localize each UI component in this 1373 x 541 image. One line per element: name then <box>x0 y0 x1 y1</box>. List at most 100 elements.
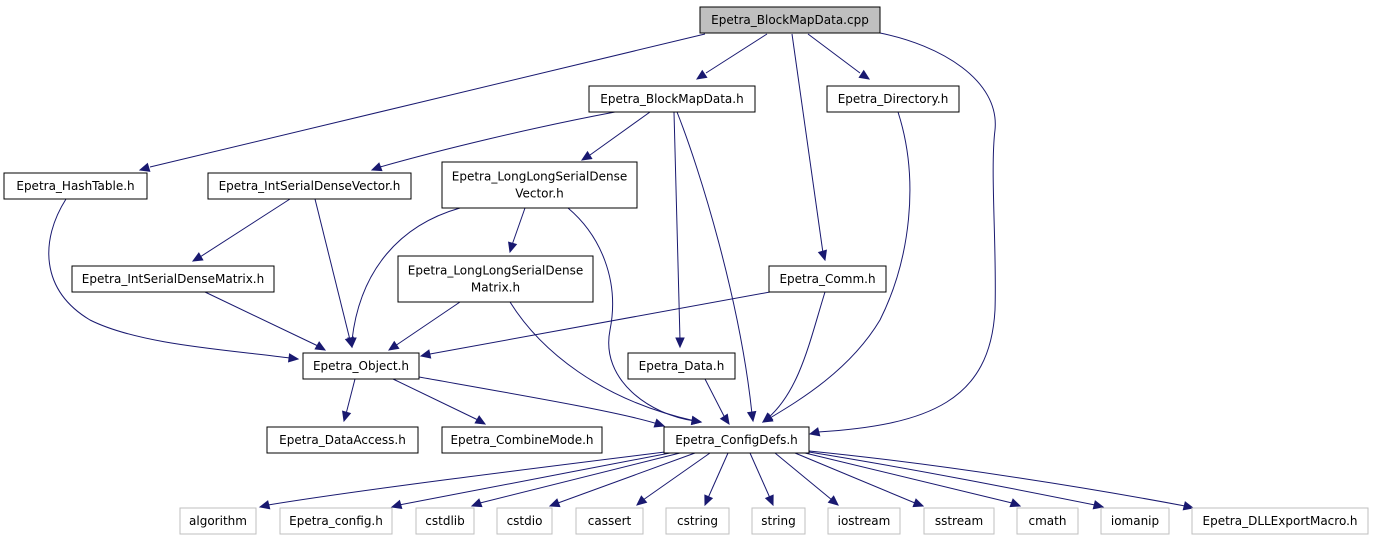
edge-line <box>557 452 696 504</box>
edge-arrowhead <box>580 150 593 161</box>
node-algorithm[interactable]: algorithm <box>179 507 257 535</box>
node-box <box>826 85 960 113</box>
edge-arrowhead <box>390 499 403 509</box>
edge-longlongserialdensematrix_h-to-object_h <box>387 301 461 351</box>
node-label: Epetra_IntSerialDenseMatrix.h <box>82 272 264 286</box>
edge-arrowhead <box>746 410 757 423</box>
edge-arrowhead <box>653 418 666 428</box>
edge-line <box>749 452 771 499</box>
node-box <box>279 507 393 535</box>
node-label: Epetra_Object.h <box>313 359 409 373</box>
node-label: Epetra_ConfigDefs.h <box>675 433 798 447</box>
node-hashtable-h[interactable]: Epetra_HashTable.h <box>3 172 148 200</box>
node-label: Vector.h <box>515 187 564 201</box>
node-cmath[interactable]: cmath <box>1016 507 1079 535</box>
node-box <box>827 507 901 535</box>
edge-line <box>707 452 729 499</box>
node-label: Epetra_DLLExportMacro.h <box>1203 514 1358 528</box>
node-iostream[interactable]: iostream <box>827 507 901 535</box>
edge-line <box>808 451 1096 506</box>
node-configdefs-h[interactable]: Epetra_ConfigDefs.h <box>663 426 810 454</box>
edge-arrowhead <box>1182 501 1195 511</box>
node-label: Epetra_config.h <box>289 514 383 528</box>
node-object-h[interactable]: Epetra_Object.h <box>302 352 420 380</box>
edge-blockmapdata_h-to-intserialdensevector_h <box>370 111 616 172</box>
edge-intserialdensematrix_h-to-object_h <box>204 291 327 351</box>
node-box <box>415 507 475 535</box>
node-label: Epetra_CombineMode.h <box>450 433 593 447</box>
node-box <box>397 255 594 303</box>
node-box <box>663 426 810 454</box>
edge-data_h-to-configdefs_h <box>704 378 730 426</box>
edge-arrowhead <box>548 498 561 508</box>
node-dataaccess-h[interactable]: Epetra_DataAccess.h <box>266 426 419 454</box>
edge-intserialdensevector_h-to-object_h <box>314 198 354 349</box>
edge-arrowhead <box>138 162 151 172</box>
node-box <box>179 507 257 535</box>
edges <box>48 32 1195 511</box>
edge-root-to-configdefs_h <box>808 32 996 437</box>
node-dllexportmacro-h[interactable]: Epetra_DLLExportMacro.h <box>1191 507 1369 535</box>
node-directory-h[interactable]: Epetra_Directory.h <box>826 85 960 113</box>
edge-longlongserialdensevector_h-to-object_h <box>347 207 461 349</box>
edge-line <box>48 198 291 359</box>
node-cstdio[interactable]: cstdio <box>496 507 553 535</box>
edge-line <box>314 198 351 341</box>
edge-configdefs_h-to-cstdlib <box>470 452 681 508</box>
edge-line <box>791 33 824 254</box>
node-box <box>3 172 148 200</box>
edge-arrowhead <box>719 413 730 426</box>
edge-arrowhead <box>817 249 827 262</box>
edge-line <box>204 291 319 347</box>
edge-root-to-hashtable_h <box>138 33 706 172</box>
edge-configdefs_h-to-algorithm <box>258 451 666 510</box>
node-cassert[interactable]: cassert <box>575 507 644 535</box>
node-combinemode-h[interactable]: Epetra_CombineMode.h <box>441 426 603 454</box>
edge-blockmapdata_h-to-longlongserialdensevector_h <box>580 111 651 161</box>
edge-arrowhead <box>387 340 400 351</box>
node-comm-h[interactable]: Epetra_Comm.h <box>768 265 887 293</box>
node-config-h[interactable]: Epetra_config.h <box>279 507 393 535</box>
edge-line <box>807 33 861 74</box>
edge-arrowhead <box>419 349 432 359</box>
edge-arrowhead <box>347 337 357 349</box>
edge-line <box>392 378 479 421</box>
node-label: Epetra_Directory.h <box>838 92 949 106</box>
edge-configdefs_h-to-cstdio <box>548 452 696 508</box>
edge-configdefs_h-to-cstring <box>704 452 729 507</box>
edge-line <box>511 207 526 246</box>
edge-longlongserialdensevector_h-to-longlongserialdensematrix_h <box>508 207 526 254</box>
edge-line <box>673 111 681 341</box>
node-data-h[interactable]: Epetra_Data.h <box>627 352 736 380</box>
node-cstdlib[interactable]: cstdlib <box>415 507 475 535</box>
edge-arrowhead <box>342 410 352 423</box>
node-cstring[interactable]: cstring <box>665 507 730 535</box>
node-box <box>266 426 419 454</box>
node-iomanip[interactable]: iomanip <box>1100 507 1170 535</box>
node-intserialdensematrix-h[interactable]: Epetra_IntSerialDenseMatrix.h <box>71 265 275 293</box>
edge-arrowhead <box>314 341 327 351</box>
edge-arrowhead <box>474 415 487 425</box>
node-string[interactable]: string <box>751 507 806 535</box>
node-box <box>207 172 412 200</box>
node-box <box>441 161 638 209</box>
node-sstream[interactable]: sstream <box>923 507 995 535</box>
node-label: Epetra_IntSerialDenseVector.h <box>219 179 401 193</box>
edge-configdefs_h-to-sstream <box>794 452 925 508</box>
edge-line <box>199 198 291 258</box>
edge-arrowhead <box>695 69 708 80</box>
node-label: Epetra_LongLongSerialDense <box>408 264 583 278</box>
node-box <box>302 352 420 380</box>
node-label: iomanip <box>1111 514 1159 528</box>
edge-arrowhead <box>287 353 300 363</box>
node-label: Epetra_LongLongSerialDense <box>452 170 627 184</box>
node-box <box>665 507 730 535</box>
node-label: string <box>761 514 795 528</box>
node-box <box>923 507 995 535</box>
node-blockmapdata-h[interactable]: Epetra_BlockMapData.h <box>588 85 756 113</box>
edge-line <box>398 452 671 506</box>
edge-object_h-to-dataaccess_h <box>342 378 356 423</box>
node-intserialdensevector-h[interactable]: Epetra_IntSerialDenseVector.h <box>207 172 412 200</box>
